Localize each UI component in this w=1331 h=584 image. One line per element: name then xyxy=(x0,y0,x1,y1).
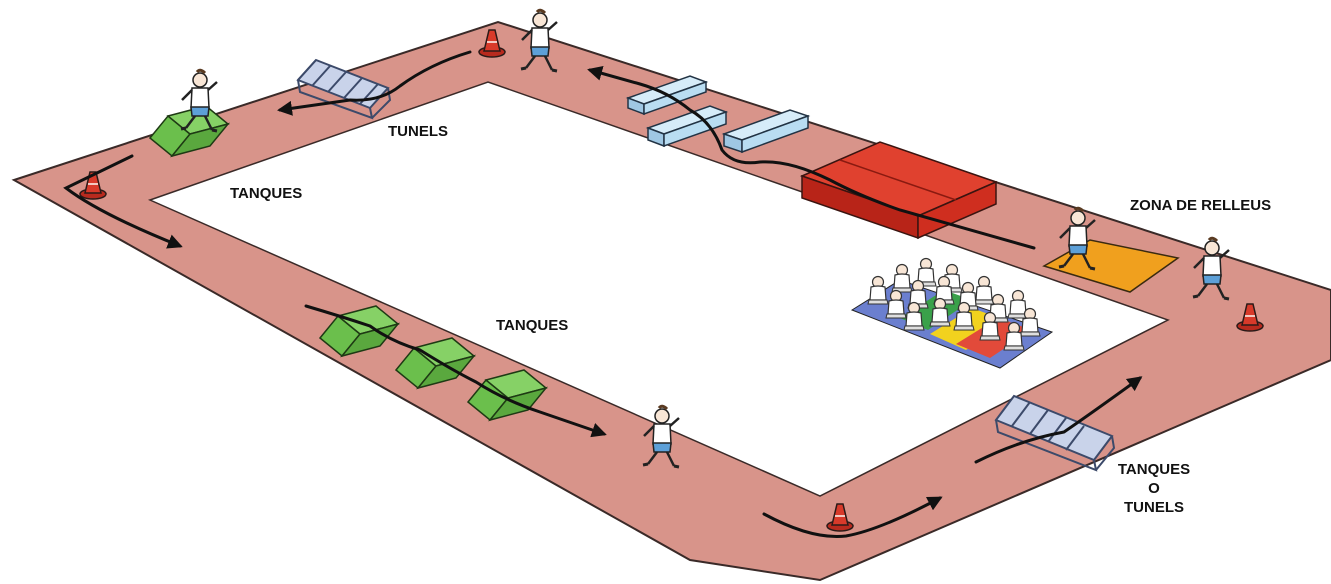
label-line-1: TANQUES xyxy=(1104,460,1204,479)
label-line-3: TUNELS xyxy=(1104,498,1204,517)
label-tanques-mid: TANQUES xyxy=(496,316,568,335)
label-line-2: O xyxy=(1104,479,1204,498)
label-tunels-top: TUNELS xyxy=(388,122,448,141)
label-tanques-left: TANQUES xyxy=(230,184,302,203)
label-tanques-o-tunels: TANQUES O TUNELS xyxy=(1104,460,1204,517)
label-zona-relleus: ZONA DE RELLEUS xyxy=(1130,196,1271,215)
